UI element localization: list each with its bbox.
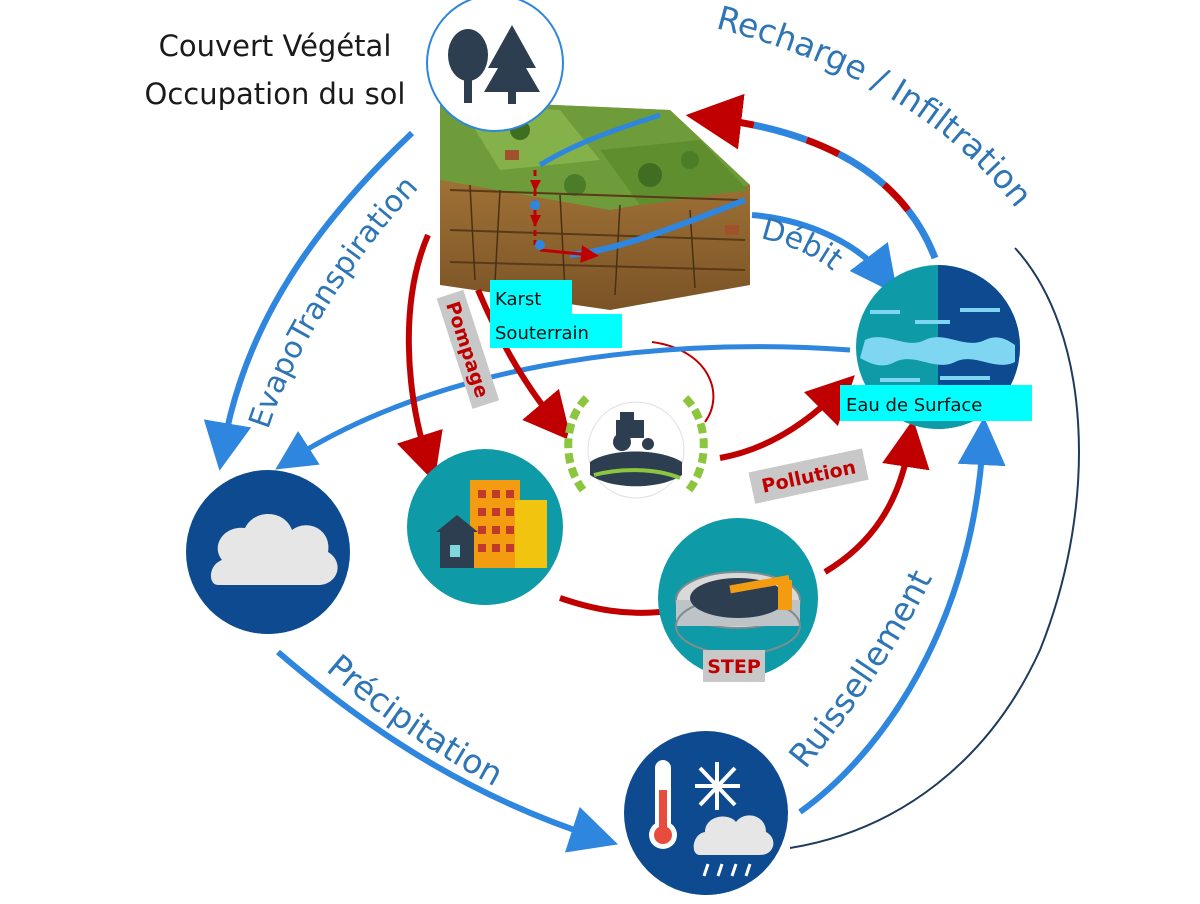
debit-label: Débit — [758, 212, 850, 278]
karst-label: Karst — [495, 289, 541, 310]
eau-surface-label: Eau de Surface — [846, 395, 982, 416]
landscape-block — [440, 100, 750, 310]
souterrain-tag-bg — [490, 314, 622, 348]
souterrain-label: Souterrain — [495, 323, 589, 344]
recharge-arrow — [685, 93, 939, 260]
pollution-tag: Pollution — [748, 448, 869, 504]
buildings-to-step-connector — [559, 595, 661, 616]
weather-icon — [624, 731, 788, 895]
karst-tag-bg — [490, 280, 572, 314]
step-to-surface-arrow — [823, 419, 930, 575]
surface-to-cloud-arrow — [275, 344, 851, 470]
occupation-sol-label: Occupation du sol — [145, 77, 406, 111]
treatment-plant-icon — [658, 518, 818, 678]
pumping-arrow-farm — [475, 288, 572, 442]
step-label: STEP — [707, 656, 761, 678]
evapotranspiration-arrow — [203, 130, 415, 471]
pumping-arrow-buildings — [396, 233, 443, 483]
step-tag-bg — [703, 650, 765, 682]
outline-connector-right — [789, 247, 1080, 849]
outline-connector-farm — [651, 341, 715, 423]
eau-surface-tag-bg — [840, 385, 1032, 421]
tractor-icon — [564, 380, 708, 520]
debit-arrow — [751, 212, 898, 295]
couvert-vegetal-label: Couvert Végétal — [159, 29, 392, 63]
farm-to-surface-arrow — [719, 375, 855, 461]
evapotranspiration-label: EvapoTranspiration — [242, 169, 425, 432]
buildings-icon — [407, 449, 563, 605]
precipitation-label: Précipitation — [320, 647, 510, 794]
trees-icon — [426, 0, 564, 132]
runoff-arrow — [798, 417, 1006, 815]
cloud-icon — [186, 470, 350, 634]
pompage-label: Pompage — [441, 299, 493, 401]
precipitation-arrow — [276, 649, 618, 853]
